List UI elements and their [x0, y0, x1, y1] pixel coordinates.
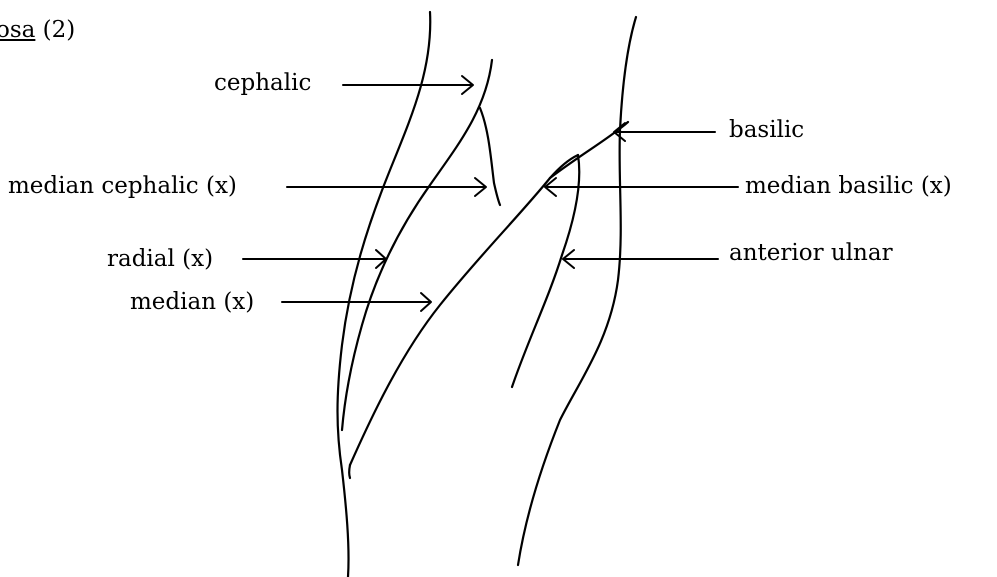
- label-radial: radial (x): [107, 248, 213, 271]
- median-vein: [350, 155, 578, 465]
- label-median: median (x): [130, 291, 254, 314]
- label-median-basilic: median basilic (x): [745, 175, 952, 198]
- median-vein-tail: [349, 465, 350, 478]
- label-basilic: basilic: [729, 119, 804, 142]
- label-anterior-ulnar: anterior ulnar: [729, 242, 893, 265]
- basilic-vein: [518, 17, 636, 565]
- anterior-ulnar-vein: [512, 155, 579, 387]
- label-median-cephalic: median cephalic (x): [8, 175, 237, 198]
- label-cephalic: cephalic: [214, 72, 311, 95]
- cephalic-vein: [338, 12, 431, 577]
